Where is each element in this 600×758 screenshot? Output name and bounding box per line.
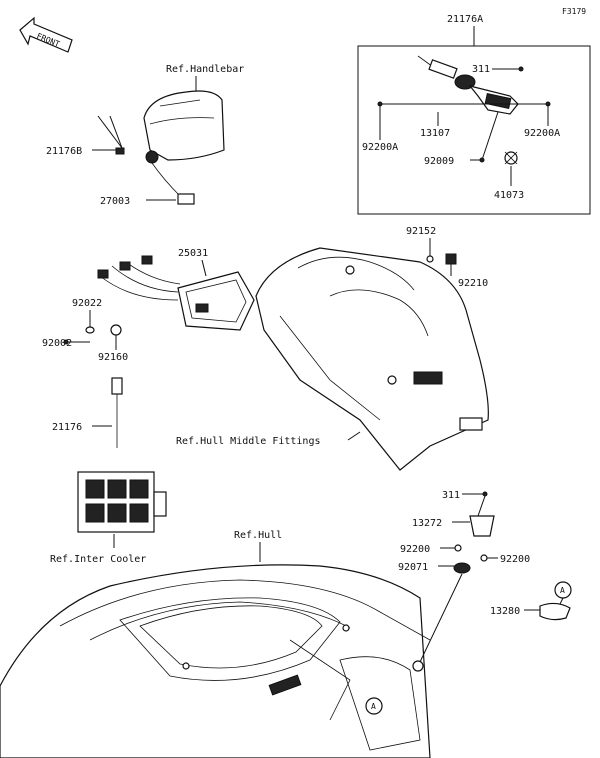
callout-21176B: 21176B (46, 146, 82, 157)
callout-92022: 92022 (72, 298, 102, 309)
handlebar-cover (143, 90, 225, 161)
callout-92152: 92152 (406, 226, 436, 237)
clip-92210 (445, 253, 457, 265)
bracket-13272 (469, 515, 495, 537)
callout-92200-right: 92200 (500, 554, 530, 565)
grommet-92071 (453, 562, 471, 574)
callout-41073: 41073 (494, 190, 524, 201)
marker-a-hull (365, 697, 383, 715)
callout-13107: 13107 (420, 128, 450, 139)
figure-id: F3179 (562, 7, 586, 16)
hull-middle-fittings (255, 247, 489, 471)
hull (0, 564, 431, 758)
ref-inter-cooler: Ref.Inter Cooler (50, 554, 146, 565)
callout-25031: 25031 (178, 248, 208, 259)
callout-92200A-right: 92200A (524, 128, 560, 139)
callout-21176: 21176 (52, 422, 82, 433)
inter-cooler (77, 471, 167, 533)
harness-21176B (97, 115, 195, 205)
ref-handlebar: Ref.Handlebar (166, 64, 244, 75)
switch-assembly (417, 55, 519, 115)
callout-92009: 92009 (424, 156, 454, 167)
callout-92002: 92002 (42, 338, 72, 349)
callout-92200A-left: 92200A (362, 142, 398, 153)
knob-41073 (504, 151, 518, 165)
meter-unit (97, 255, 255, 331)
callout-92071: 92071 (398, 562, 428, 573)
callout-92200-left: 92200 (400, 544, 430, 555)
marker-a-detail-label: A (560, 586, 565, 595)
connector-21176 (111, 377, 123, 395)
ref-hull: Ref.Hull (234, 530, 282, 541)
marker-a-hull-label: A (371, 702, 376, 711)
callout-13272: 13272 (412, 518, 442, 529)
callout-92210: 92210 (458, 278, 488, 289)
front-arrow-icon: FRONT (19, 16, 73, 53)
ref-hull-middle: Ref.Hull Middle Fittings (176, 436, 321, 447)
callout-311-top: 311 (472, 64, 490, 75)
callout-92160: 92160 (98, 352, 128, 363)
callout-13280: 13280 (490, 606, 520, 617)
plate-13280 (539, 602, 571, 621)
callout-311-bottom: 311 (442, 490, 460, 501)
callout-27003: 27003 (100, 196, 130, 207)
callout-21176A: 21176A (447, 14, 483, 25)
